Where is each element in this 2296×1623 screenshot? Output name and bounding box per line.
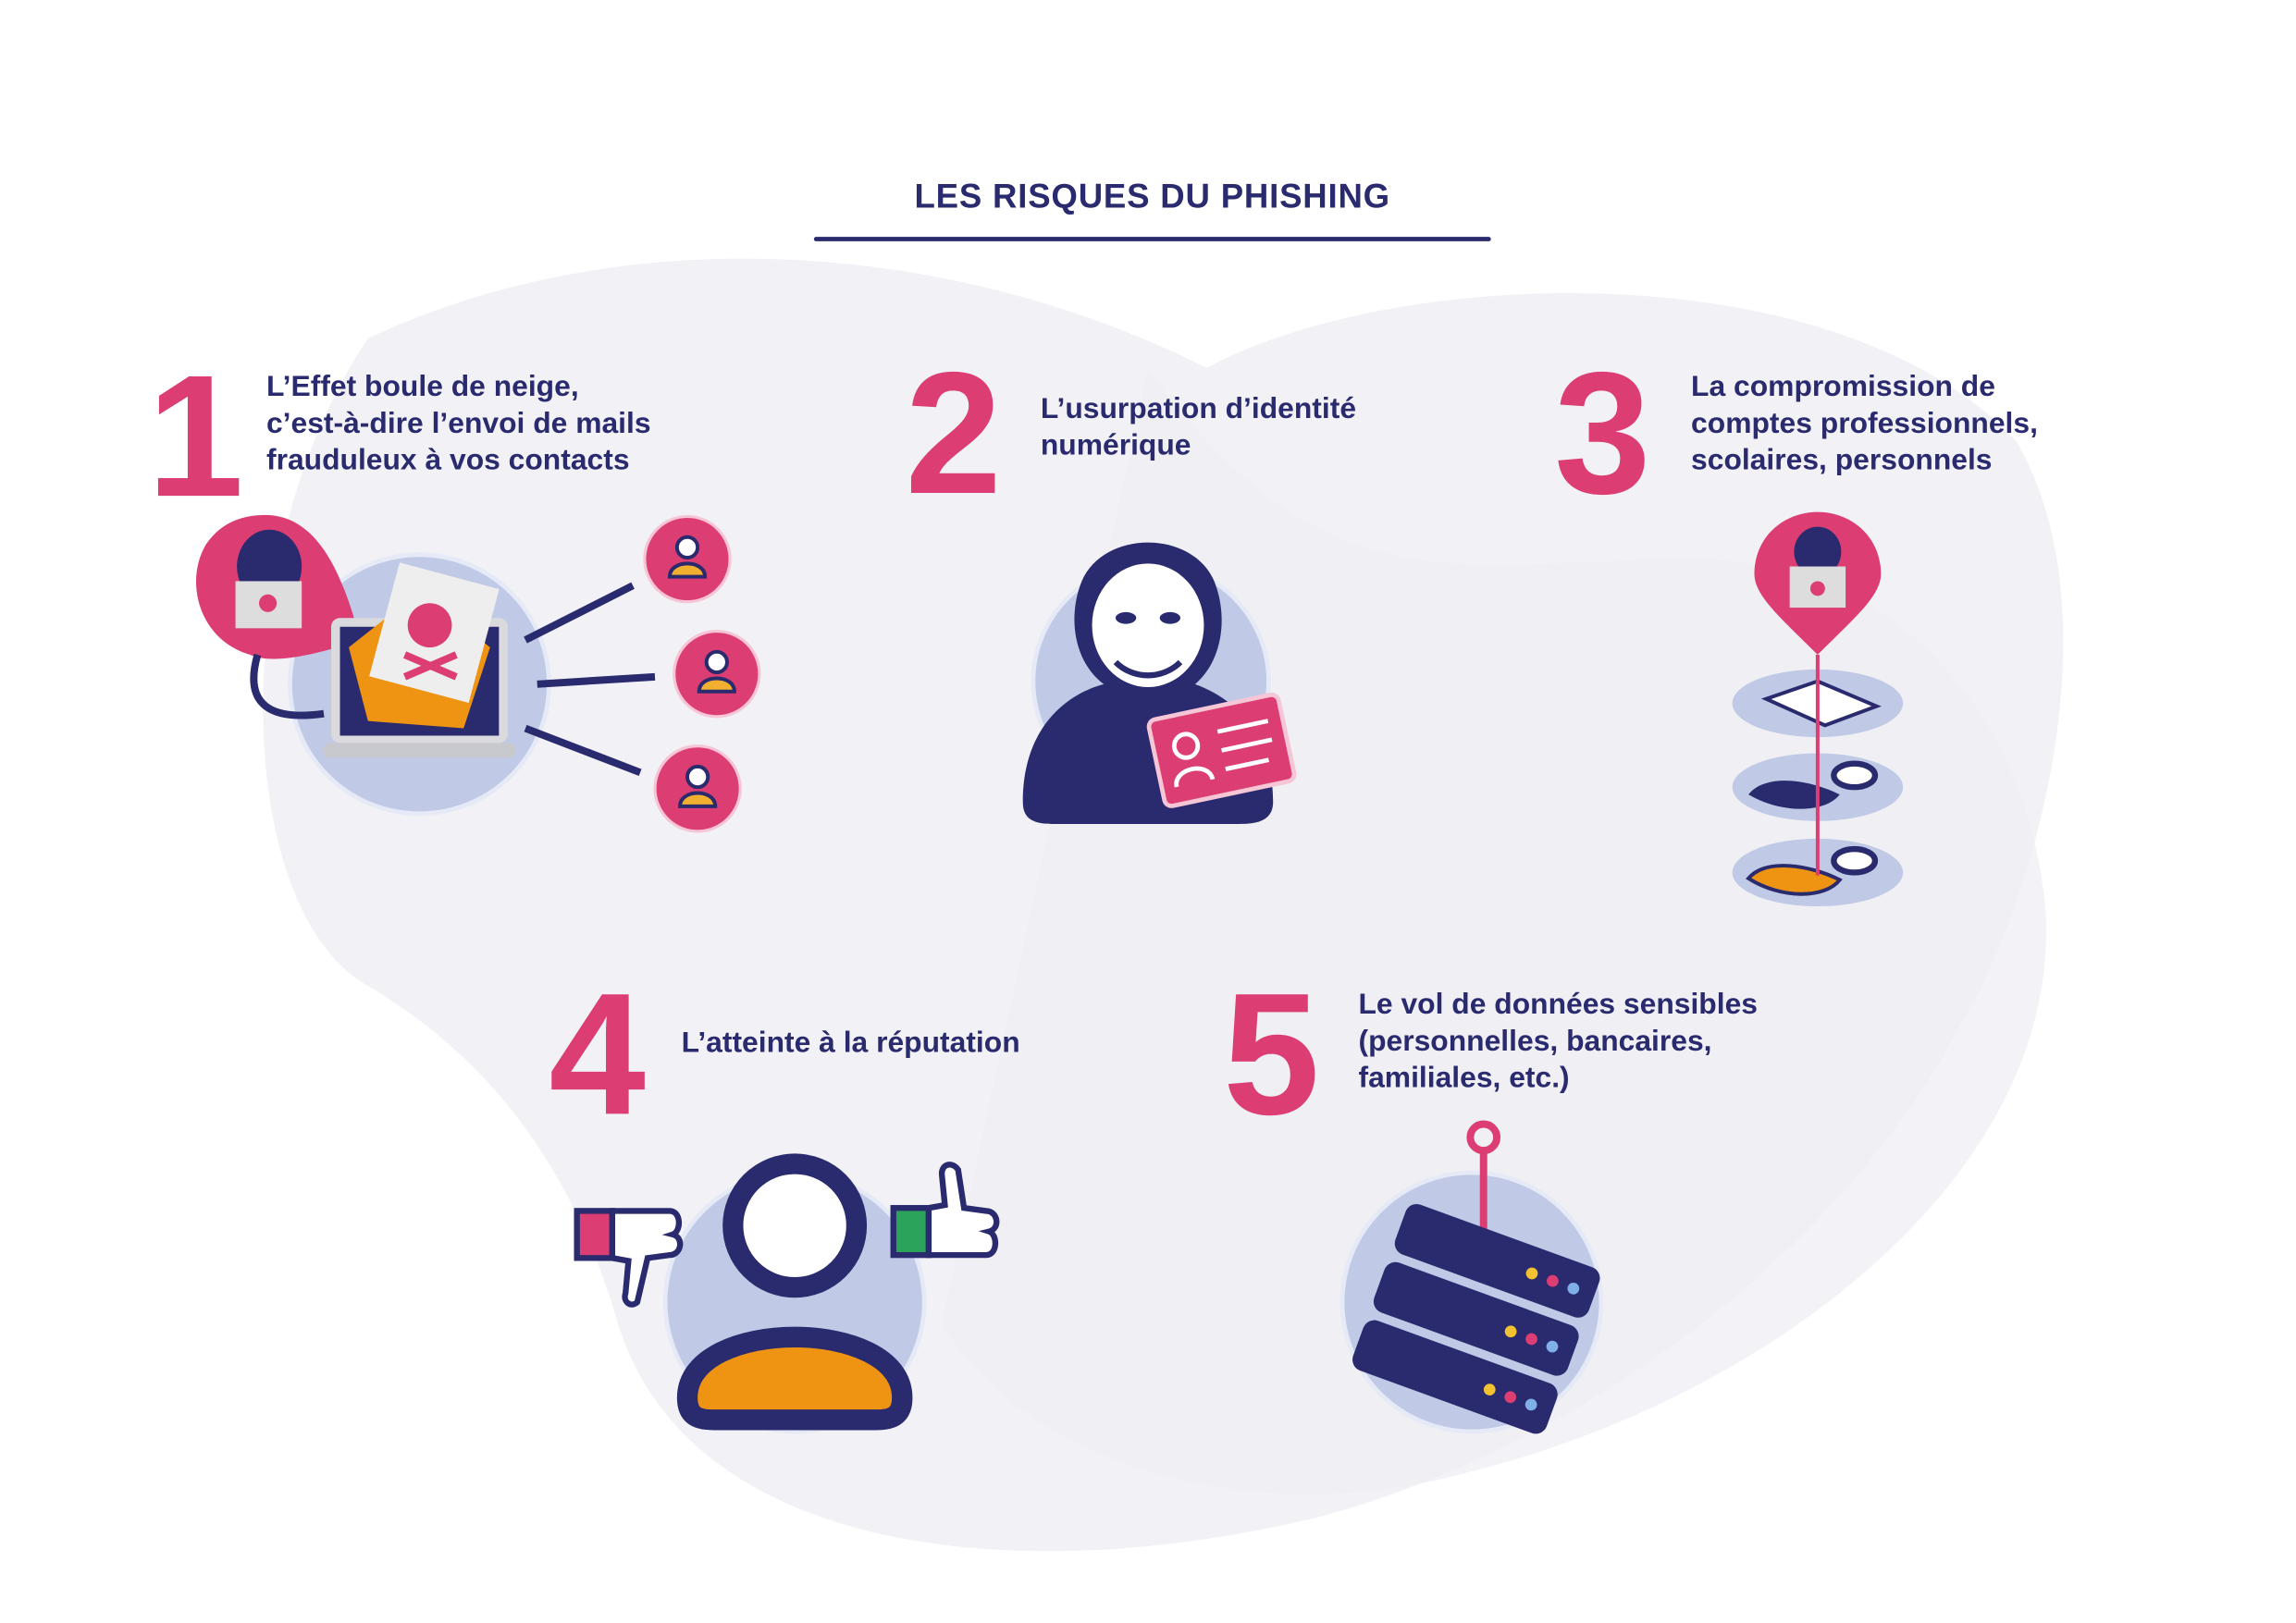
risk-1-line: c’est-à-dire l’envoi de mails <box>265 407 651 440</box>
masked-person-id-card-icon <box>1022 542 1297 824</box>
risk-text-4: L’atteinte à la réputation <box>682 1026 1020 1063</box>
title-underline <box>813 237 1491 241</box>
risk-number-4: 4 <box>549 957 646 1152</box>
risk-3-line: La compromission de <box>1691 370 1995 403</box>
risk-number-1: 1 <box>147 339 244 535</box>
risk-3-line: comptes professionnels, <box>1691 407 2038 440</box>
thumbs-up-icon <box>890 1162 1000 1259</box>
server-hook-icon <box>1339 1120 1604 1434</box>
risk-1-line: L’Effet boule de neige, <box>265 370 579 403</box>
contact-icons <box>643 514 761 833</box>
risk-text-5: Le vol de données sensibles (personnelle… <box>1358 988 1757 1098</box>
risk-number-2: 2 <box>905 337 1002 532</box>
risk-5-line: familiales, etc.) <box>1358 1062 1570 1095</box>
risk-number-3: 3 <box>1554 337 1651 532</box>
hacker-laptop-mail-icon <box>196 514 761 833</box>
thumbs-down-icon <box>574 1208 684 1308</box>
person-thumbs-icon <box>574 1153 1000 1434</box>
risk-text-1: L’Effet boule de neige, c’est-à-dire l’e… <box>266 369 651 479</box>
risk-text-3: La compromission de comptes professionne… <box>1691 369 2038 479</box>
risk-5-line: (personnelles, bancaires, <box>1358 1025 1712 1058</box>
risk-text-2: L’usurpation d’identité numérique <box>1041 391 1356 465</box>
risk-5-line: Le vol de données sensibles <box>1358 989 1758 1022</box>
risk-3-line: scolaires, personnels <box>1691 444 1993 477</box>
risk-number-5: 5 <box>1223 957 1320 1152</box>
risk-1-line: frauduleux à vos contacts <box>265 444 630 477</box>
page-title: LES RISQUES DU PHISHING <box>914 176 1390 215</box>
risk-2-line: numérique <box>1040 429 1191 462</box>
hacker-pin-accounts-icon <box>1732 511 1904 907</box>
risk-2-line: L’usurpation d’identité <box>1040 392 1357 425</box>
risk-4-line: L’atteinte à la réputation <box>681 1027 1020 1060</box>
